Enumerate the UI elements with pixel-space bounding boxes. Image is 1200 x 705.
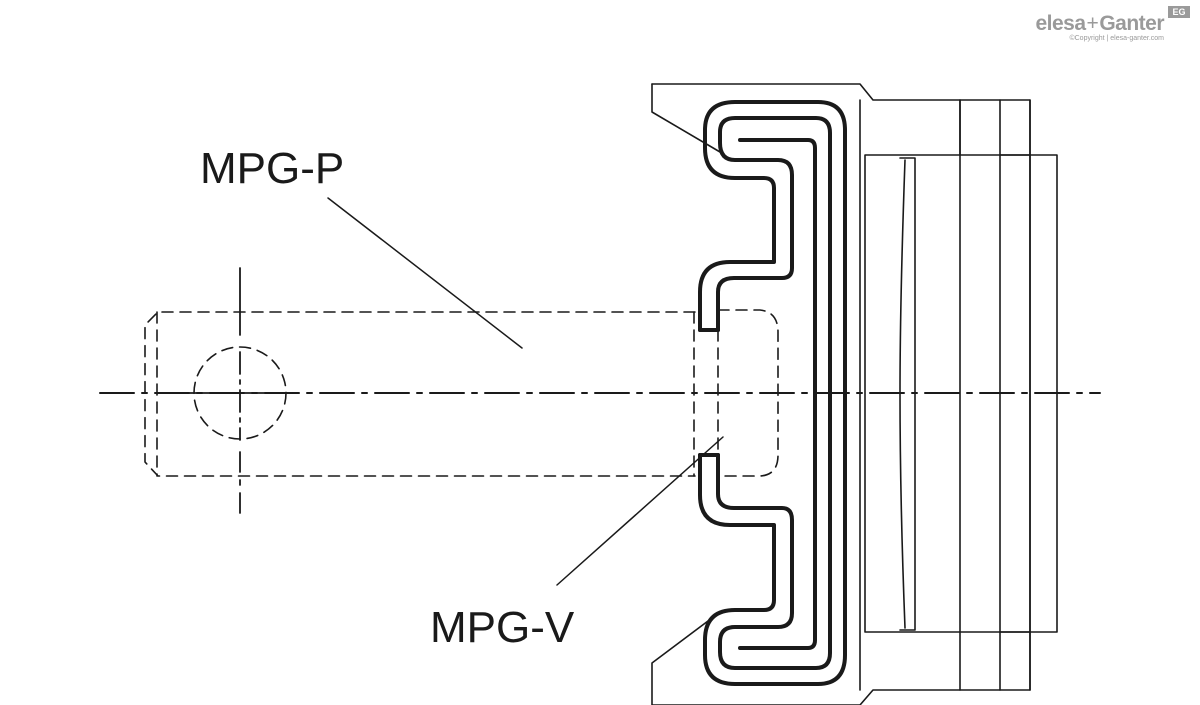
logo-copyright: ©Copyright | elesa-ganter.com: [1069, 35, 1164, 42]
logo-brand-left: elesa: [1035, 12, 1086, 35]
logo-plus: +: [1086, 12, 1099, 35]
label-mpg-v: MPG-V: [430, 603, 575, 652]
clip-profile: [698, 100, 847, 686]
logo-wordmark: elesa+Ganter: [1035, 12, 1164, 36]
logo-badge: EG: [1168, 6, 1190, 18]
housing: [651, 83, 1058, 705]
leader-line-mpg-v: [556, 436, 724, 586]
logo-brand-right: Ganter: [1099, 12, 1164, 35]
leader-line-mpg-p: [327, 197, 523, 349]
hole-center-marks: [187, 267, 293, 521]
label-mpg-p: MPG-P: [200, 144, 344, 193]
elesa-ganter-logo: EG elesa+Ganter ©Copyright | elesa-gante…: [1024, 4, 1194, 44]
